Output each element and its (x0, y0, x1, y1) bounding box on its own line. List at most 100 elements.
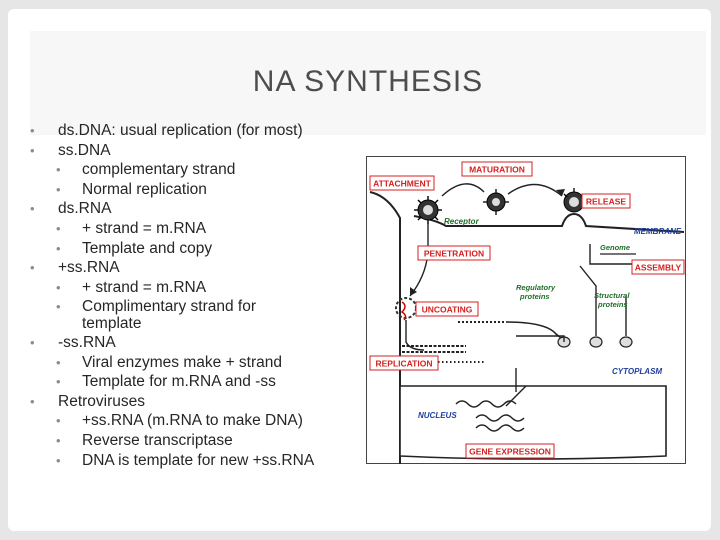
bullet-text: +ss.RNA (m.RNA to make DNA) (82, 412, 303, 430)
bullet-marker: • (56, 240, 61, 256)
membrane-left (369, 191, 401, 466)
sub-bullet-item: • Complimentary strand for (28, 297, 368, 317)
bullet-text: Template and copy (82, 239, 213, 257)
bullet-text: ds.DNA: usual replication (for most) (58, 122, 303, 139)
svg-text:UNCOATING: UNCOATING (422, 305, 473, 315)
arrow-attach-maturation (441, 183, 485, 197)
nucleus-interior (412, 388, 620, 448)
arrow-translation (516, 335, 565, 342)
bullet-text: Reverse transcriptase (82, 431, 233, 449)
svg-text:REPLICATION: REPLICATION (376, 359, 433, 369)
bullet-marker: • (30, 393, 35, 409)
bullet-text: ds.RNA (58, 200, 112, 218)
bullet-text: Viral enzymes make + strand (82, 353, 283, 371)
bullet-text: + strand = m.RNA (82, 278, 207, 296)
membrane-top (413, 212, 685, 233)
arrow-structural (579, 265, 597, 336)
label-uncoating: UNCOATING (415, 301, 479, 317)
bullet-text: + strand = m.RNA (82, 219, 207, 237)
bullet-marker: • (30, 123, 35, 138)
svg-text:MATURATION: MATURATION (469, 165, 525, 175)
arrow-genome-assembly (589, 244, 636, 265)
bullet-item: • Retroviruses (28, 392, 368, 412)
bullet-item: • +ss.RNA (28, 258, 368, 278)
label-attachment: ATTACHMENT (369, 175, 435, 191)
sub-bullet-item: • Viral enzymes make + strand (28, 353, 368, 373)
label-release: RELEASE (581, 193, 631, 209)
label-membrane: MEMBRANE (634, 227, 682, 236)
sub-bullet-item: • + strand = m.RNA (28, 278, 368, 298)
label-maturation: MATURATION (461, 161, 533, 177)
virion-attachment-icon (414, 196, 442, 224)
bullet-item: • ss.DNA (28, 141, 368, 161)
svg-text:RELEASE: RELEASE (586, 197, 626, 207)
virion-release-icon (563, 188, 585, 213)
bullet-text: -ss.RNA (58, 333, 116, 351)
bullet-text: DNA is template for new +ss.RNA (82, 451, 315, 469)
label-gene-expression: GENE EXPRESSION (465, 443, 555, 459)
sub-bullet-item: • complementary strand (28, 160, 368, 180)
bullet-marker: • (56, 299, 61, 315)
slide-title: NA SYNTHESIS (252, 65, 484, 98)
label-cytoplasm: CYTOPLASM (612, 367, 662, 376)
svg-text:GENE EXPRESSION: GENE EXPRESSION (469, 447, 551, 457)
mrna-path (505, 321, 567, 343)
bullet-marker: • (56, 432, 61, 448)
nuclear-dna-icon (455, 400, 525, 432)
label-nucleus: NUCLEUS (418, 411, 457, 420)
bullet-item: • ds.DNA: usual replication (for most) (28, 121, 368, 141)
bullet-text: Retroviruses (58, 392, 145, 410)
diagram-svg: MATURATION ATTACHMENT RELEASE PENETRATIO… (366, 156, 686, 466)
label-proteins-regulatory: proteins (519, 292, 550, 301)
sub-bullet-item: • Template for m.RNA and -ss (28, 372, 368, 392)
bullet-item: • -ss.RNA (28, 333, 368, 353)
bullet-marker: • (56, 374, 61, 390)
bullet-continuation: template (28, 314, 368, 333)
sub-bullet-item: • Normal replication (28, 180, 368, 200)
sub-bullet-item: • + strand = m.RNA (28, 219, 368, 239)
bullet-text: complementary strand (82, 161, 236, 179)
label-proteins-structural: proteins (597, 300, 628, 309)
bullet-text: template (82, 314, 142, 332)
sub-bullet-item: • +ss.RNA (m.RNA to make DNA) (28, 411, 368, 431)
bullet-list: • ds.DNA: usual replication (for most) • ss… (28, 121, 368, 470)
svg-text:ATTACHMENT: ATTACHMENT (373, 179, 432, 189)
bullet-marker: • (56, 452, 61, 468)
bullet-marker: • (30, 334, 35, 350)
label-replication: REPLICATION (369, 355, 439, 371)
label-regulatory: Regulatory (516, 283, 556, 292)
bullet-marker: • (56, 354, 61, 370)
label-structural: Structural (594, 291, 630, 300)
bullet-marker: • (56, 162, 61, 178)
sub-bullet-item: • DNA is template for new +ss.RNA (28, 451, 368, 471)
arrow-uncoating (405, 320, 425, 351)
bullet-marker: • (56, 279, 61, 295)
virus-replication-diagram: MATURATION ATTACHMENT RELEASE PENETRATIO… (366, 156, 686, 466)
bullet-marker: • (30, 201, 35, 217)
arrowhead-penetration (410, 287, 417, 296)
bullet-item: • ds.RNA (28, 199, 368, 219)
arrow-maturation-release (507, 183, 563, 197)
label-receptor: Receptor (444, 217, 480, 226)
label-genome: Genome (600, 243, 630, 252)
bullet-marker: • (30, 260, 35, 276)
sub-bullet-item: • Reverse transcriptase (28, 431, 368, 451)
bullet-text: +ss.RNA (58, 259, 120, 277)
svg-text:ASSEMBLY: ASSEMBLY (635, 263, 682, 273)
bullet-text: Normal replication (82, 180, 207, 198)
label-penetration: PENETRATION (417, 245, 491, 261)
bullet-marker: • (56, 413, 61, 429)
bullet-text: Template for m.RNA and -ss (82, 373, 276, 391)
bullet-text: ss.DNA (58, 141, 111, 159)
bullet-marker: • (30, 142, 35, 158)
sub-bullet-item: • Template and copy (28, 239, 368, 259)
bullet-marker: • (56, 181, 61, 197)
bullet-marker: • (56, 220, 61, 236)
bullet-text: Complimentary strand for (82, 298, 257, 316)
svg-text:PENETRATION: PENETRATION (424, 249, 484, 259)
title-band: NA SYNTHESIS (30, 31, 706, 135)
arrowhead-release (556, 189, 565, 196)
label-assembly: ASSEMBLY (631, 259, 685, 275)
arrow-nucleus-out (505, 385, 527, 407)
ribosome-icons (557, 336, 633, 348)
